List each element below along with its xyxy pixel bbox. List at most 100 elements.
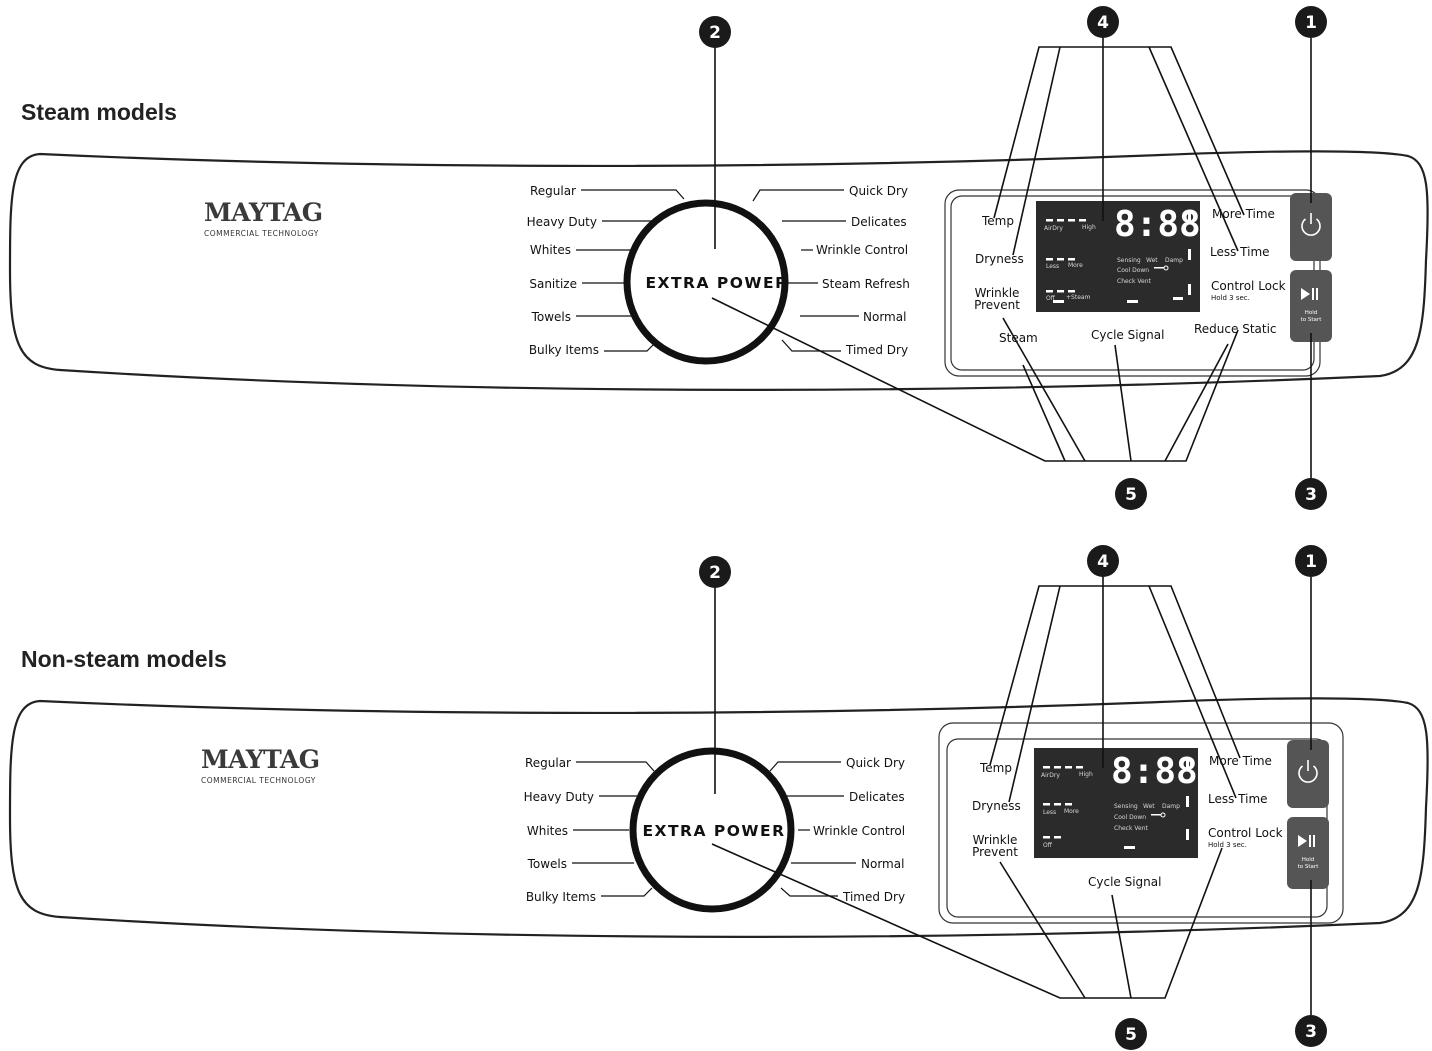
option-wrinkle-prevent-line1[interactable]: Wrinkle — [973, 833, 1018, 847]
cycle-whites[interactable]: Whites — [530, 243, 571, 257]
option-reduce-static[interactable]: Reduce Static — [1194, 322, 1277, 336]
cycle-knob[interactable] — [623, 199, 789, 365]
disp-cool-down: Cool Down — [1117, 267, 1149, 274]
disp-more: More — [1068, 262, 1083, 269]
cycle-regular[interactable]: Regular — [525, 756, 571, 770]
steam-section-title: Steam models — [21, 99, 177, 125]
disp-off: Off — [1046, 295, 1056, 302]
brand-subtitle: COMMERCIAL TECHNOLOGY — [201, 776, 316, 785]
nonsteam-callout-2: 2 — [699, 556, 731, 588]
cycle-normal[interactable]: Normal — [863, 310, 906, 324]
cycle-timed-dry[interactable]: Timed Dry — [842, 890, 905, 904]
disp-wet: Wet — [1143, 803, 1155, 810]
disp-high: High — [1079, 771, 1093, 778]
steam-panel-outline — [8, 150, 1429, 391]
start-hint-line2: to Start — [1301, 317, 1323, 323]
disp-off: Off — [1043, 842, 1053, 849]
nonsteam-cycle-leader-lines-left — [572, 761, 655, 897]
control-lock-hint: Hold 3 sec. — [1211, 294, 1250, 302]
option-steam[interactable]: Steam — [999, 331, 1038, 345]
cycle-sanitize[interactable]: Sanitize — [529, 277, 577, 291]
steam-cycle-leader-lines-right — [752, 189, 859, 352]
cycle-towels[interactable]: Towels — [531, 310, 571, 324]
cycle-delicates[interactable]: Delicates — [851, 215, 907, 229]
disp-airdry: AirDry — [1044, 225, 1063, 232]
cycle-bulky-items[interactable]: Bulky Items — [529, 343, 599, 357]
lock-icon — [1160, 812, 1166, 818]
start-hint-line2: to Start — [1298, 864, 1320, 870]
power-icon — [1301, 213, 1321, 236]
option-cycle-signal[interactable]: Cycle Signal — [1091, 328, 1164, 342]
disp-sensing: Sensing — [1117, 257, 1141, 264]
svg-text:2: 2 — [709, 563, 721, 583]
svg-text:3: 3 — [1305, 485, 1317, 505]
option-cycle-signal[interactable]: Cycle Signal — [1088, 875, 1161, 889]
steam-callout-2: 2 — [699, 16, 731, 48]
cycle-regular[interactable]: Regular — [530, 184, 576, 198]
disp-sensing: Sensing — [1114, 803, 1138, 810]
option-dryness[interactable]: Dryness — [975, 252, 1024, 266]
cycle-quick-dry[interactable]: Quick Dry — [849, 184, 908, 198]
option-control-lock[interactable]: Control Lock — [1211, 279, 1286, 293]
cycle-normal[interactable]: Normal — [861, 857, 904, 871]
nonsteam-callout-3: 3 — [1295, 1015, 1327, 1047]
nonsteam-callout-5: 5 — [1115, 1018, 1147, 1050]
nonsteam-start-button[interactable] — [1287, 817, 1329, 889]
knob-label: EXTRA POWER — [642, 822, 785, 840]
cycle-knob[interactable] — [629, 747, 795, 913]
option-less-time[interactable]: Less Time — [1208, 792, 1268, 806]
start-hint-line1: Hold — [1305, 310, 1318, 316]
nonsteam-display-segments — [1043, 757, 1189, 849]
start-hint-line1: Hold — [1302, 857, 1315, 863]
nonsteam-display-digits: 8:88 — [1111, 751, 1198, 792]
disp-airdry: AirDry — [1041, 772, 1060, 779]
cycle-bulky-items[interactable]: Bulky Items — [526, 890, 596, 904]
svg-text:1: 1 — [1305, 13, 1317, 33]
option-wrinkle-prevent-line1[interactable]: Wrinkle — [975, 286, 1020, 300]
option-temp[interactable]: Temp — [979, 761, 1012, 775]
steam-power-button[interactable] — [1290, 193, 1332, 261]
cycle-wrinkle-control[interactable]: Wrinkle Control — [816, 243, 908, 257]
cycle-towels[interactable]: Towels — [527, 857, 567, 871]
option-temp[interactable]: Temp — [981, 214, 1014, 228]
svg-text:3: 3 — [1305, 1022, 1317, 1042]
cycle-quick-dry[interactable]: Quick Dry — [846, 756, 905, 770]
steam-callout-4: 4 — [1087, 6, 1119, 38]
option-less-time[interactable]: Less Time — [1210, 245, 1270, 259]
svg-text:4: 4 — [1097, 552, 1109, 572]
steam-panel: MAYTAG COMMERCIAL TECHNOLOGY EXTRA POWER… — [8, 6, 1429, 510]
option-wrinkle-prevent-line2[interactable]: Prevent — [972, 845, 1018, 859]
nonsteam-callout-1: 1 — [1295, 545, 1327, 577]
brand-subtitle: COMMERCIAL TECHNOLOGY — [204, 229, 319, 238]
brand-logo: MAYTAG — [204, 198, 323, 227]
steam-display-digits: 8:88 — [1114, 204, 1201, 245]
disp-wet: Wet — [1146, 257, 1158, 264]
cycle-delicates[interactable]: Delicates — [849, 790, 905, 804]
nonsteam-cycle-leader-lines-right — [769, 761, 856, 897]
option-wrinkle-prevent-line2[interactable]: Prevent — [974, 298, 1020, 312]
cycle-wrinkle-control[interactable]: Wrinkle Control — [813, 824, 905, 838]
steam-callout-1: 1 — [1295, 6, 1327, 38]
nonsteam-power-button[interactable] — [1287, 740, 1329, 808]
nonsteam-callout-4: 4 — [1087, 545, 1119, 577]
nonsteam-control-bezel — [938, 722, 1344, 924]
svg-text:2: 2 — [709, 23, 721, 43]
control-lock-hint: Hold 3 sec. — [1208, 841, 1247, 849]
knob-label: EXTRA POWER — [645, 274, 788, 292]
option-more-time[interactable]: More Time — [1209, 754, 1272, 768]
option-dryness[interactable]: Dryness — [972, 799, 1021, 813]
power-icon — [1298, 760, 1318, 783]
steam-callout-5: 5 — [1115, 478, 1147, 510]
cycle-timed-dry[interactable]: Timed Dry — [845, 343, 908, 357]
cycle-steam-refresh[interactable]: Steam Refresh — [822, 277, 910, 291]
cycle-whites[interactable]: Whites — [527, 824, 568, 838]
lock-icon — [1163, 265, 1169, 271]
cycle-heavy-duty[interactable]: Heavy Duty — [524, 790, 594, 804]
play-pause-icon — [1301, 288, 1318, 300]
cycle-heavy-duty[interactable]: Heavy Duty — [527, 215, 597, 229]
steam-callout-lines — [711, 36, 1312, 483]
steam-display-segments — [1046, 210, 1191, 303]
option-control-lock[interactable]: Control Lock — [1208, 826, 1283, 840]
steam-start-button[interactable] — [1290, 270, 1332, 342]
